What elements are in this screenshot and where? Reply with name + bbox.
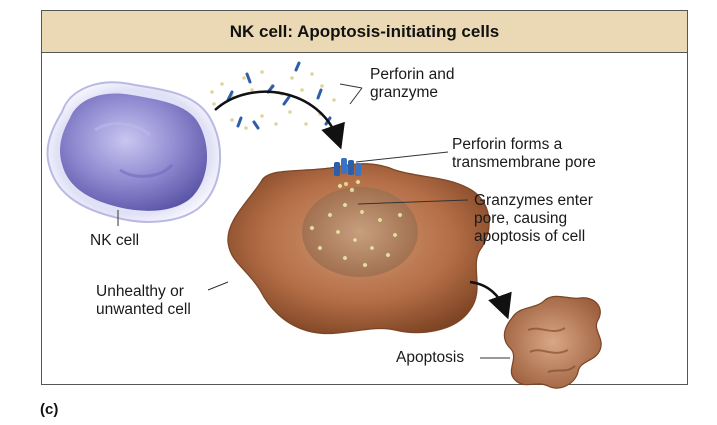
label-perforin-granzyme: Perforin and granzyme — [370, 66, 454, 102]
label-line: Perforin forms a — [452, 136, 563, 153]
nk-cell — [46, 81, 222, 223]
label-line: granzyme — [370, 84, 439, 101]
label-unhealthy-cell: Unhealthy or unwanted cell — [96, 283, 191, 319]
transfer-arrow — [214, 90, 345, 150]
perforin-pore — [334, 158, 361, 192]
apoptotic-cell — [503, 295, 602, 389]
label-line: transmembrane pore — [452, 154, 596, 171]
label-line: Granzymes enter — [474, 192, 593, 209]
label-apoptosis: Apoptosis — [396, 349, 465, 366]
title-banner: NK cell: Apoptosis-initiating cells — [42, 11, 687, 53]
label-granzymes-enter: Granzymes enter pore, causing apoptosis … — [474, 192, 593, 246]
label-line: pore, causing — [474, 210, 568, 227]
label-line: Unhealthy or — [96, 283, 184, 300]
granzyme-dots-inside — [309, 179, 403, 268]
leader-lines — [117, 83, 510, 359]
panel-letter: (c) — [40, 401, 59, 418]
granzyme-particles — [210, 70, 336, 130]
apoptosis-arrow — [469, 280, 512, 320]
label-line: apoptosis of cell — [474, 228, 586, 245]
label-line: unwanted cell — [96, 301, 191, 318]
figure-title: NK cell: Apoptosis-initiating cells — [229, 21, 500, 41]
label-line: Perforin and — [370, 66, 455, 83]
label-nk-cell: NK cell — [90, 232, 140, 249]
target-cell — [227, 163, 490, 335]
label-pore: Perforin forms a transmembrane pore — [452, 136, 596, 172]
